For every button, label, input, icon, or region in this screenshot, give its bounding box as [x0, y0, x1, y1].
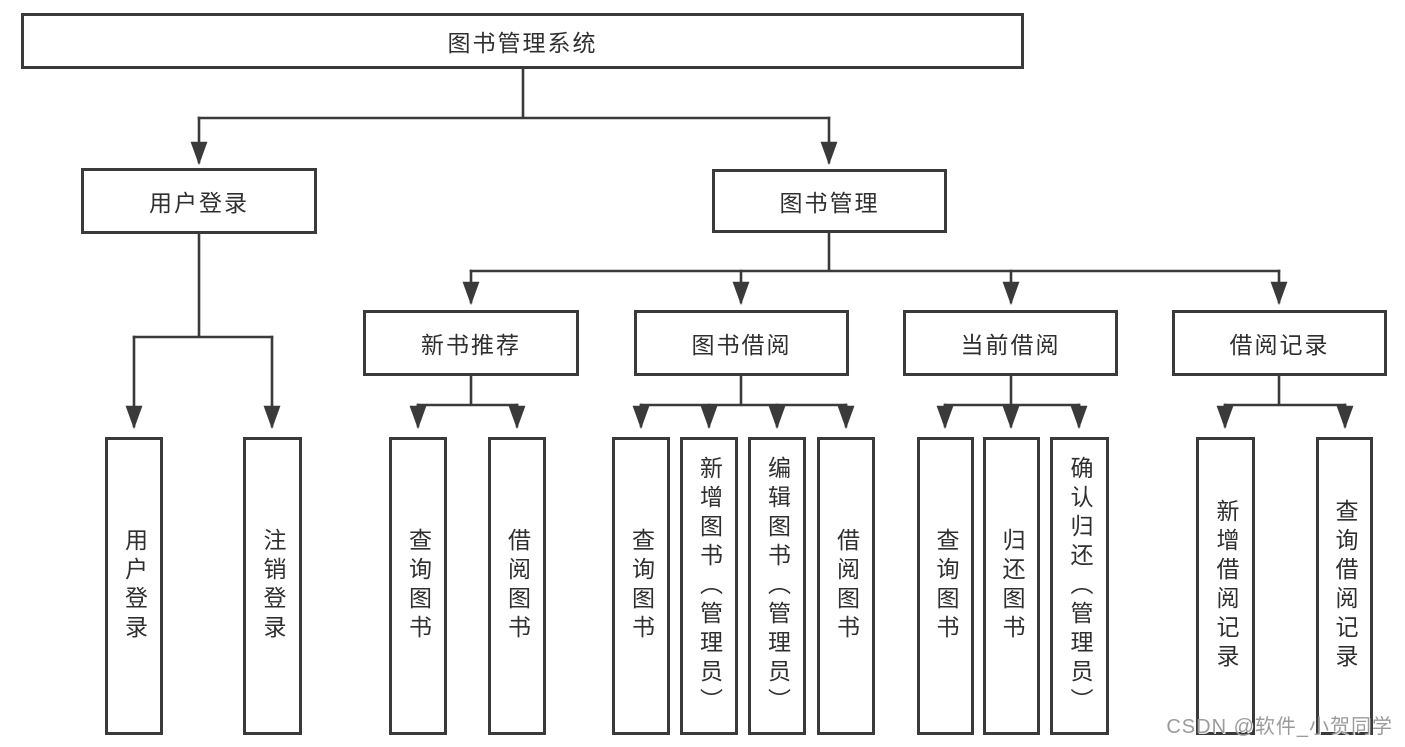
node-label: 图书管理系统	[447, 30, 598, 56]
node-label: 借阅图书	[504, 528, 531, 644]
node-book-borrowing: 图书借阅	[634, 310, 849, 376]
node-label: 归还图书	[999, 528, 1025, 644]
node-edit-books-admin: 编辑图书（管理员）	[748, 437, 806, 735]
node-borrowing-records: 借阅记录	[1172, 310, 1387, 376]
csdn-watermark: CSDN @软件_小贺同学	[1166, 716, 1393, 738]
node-label: 新增借阅记录	[1213, 499, 1239, 673]
node-label: 用户登录	[121, 528, 148, 644]
node-book-management: 图书管理	[712, 169, 947, 233]
node-library-management-system: 图书管理系统	[21, 13, 1024, 69]
node-label: 图书管理	[779, 190, 880, 216]
node-borrow-books-under-borrowing: 借阅图书	[817, 437, 875, 735]
node-label: 注销登录	[260, 528, 286, 644]
node-label: 借阅图书	[833, 528, 860, 644]
node-label: 确认归还（管理员）	[1067, 455, 1093, 717]
node-user-login: 用户登录	[81, 168, 317, 234]
node-return-books: 归还图书	[983, 437, 1040, 735]
node-label: 借阅记录	[1229, 332, 1330, 358]
node-borrow-books-under-recommendation: 借阅图书	[488, 437, 546, 735]
node-label: 编辑图书（管理员）	[764, 455, 791, 717]
node-add-borrow-record: 新增借阅记录	[1196, 437, 1255, 735]
node-label: 图书借阅	[691, 332, 792, 358]
node-label: 查询图书	[933, 528, 959, 644]
node-label: 新增图书（管理员）	[696, 455, 723, 717]
node-query-books-under-recommendation: 查询图书	[389, 437, 447, 735]
node-add-books-admin: 新增图书（管理员）	[680, 437, 738, 735]
node-confirm-return-admin: 确认归还（管理员）	[1050, 437, 1109, 735]
node-new-book-recommendation: 新书推荐	[363, 310, 579, 376]
node-label: 新书推荐	[421, 332, 521, 358]
node-label: 查询借阅记录	[1332, 499, 1358, 673]
node-logout-action: 注销登录	[243, 437, 302, 735]
node-label: 查询图书	[628, 528, 655, 644]
node-current-borrowing: 当前借阅	[903, 310, 1118, 376]
node-user-login-action: 用户登录	[105, 437, 163, 735]
node-query-borrow-record: 查询借阅记录	[1316, 437, 1373, 735]
node-label: 用户登录	[149, 190, 249, 216]
node-label: 查询图书	[405, 528, 432, 644]
node-query-books-under-current: 查询图书	[917, 437, 974, 735]
node-query-books-under-borrowing: 查询图书	[612, 437, 670, 735]
node-label: 当前借阅	[960, 332, 1061, 358]
